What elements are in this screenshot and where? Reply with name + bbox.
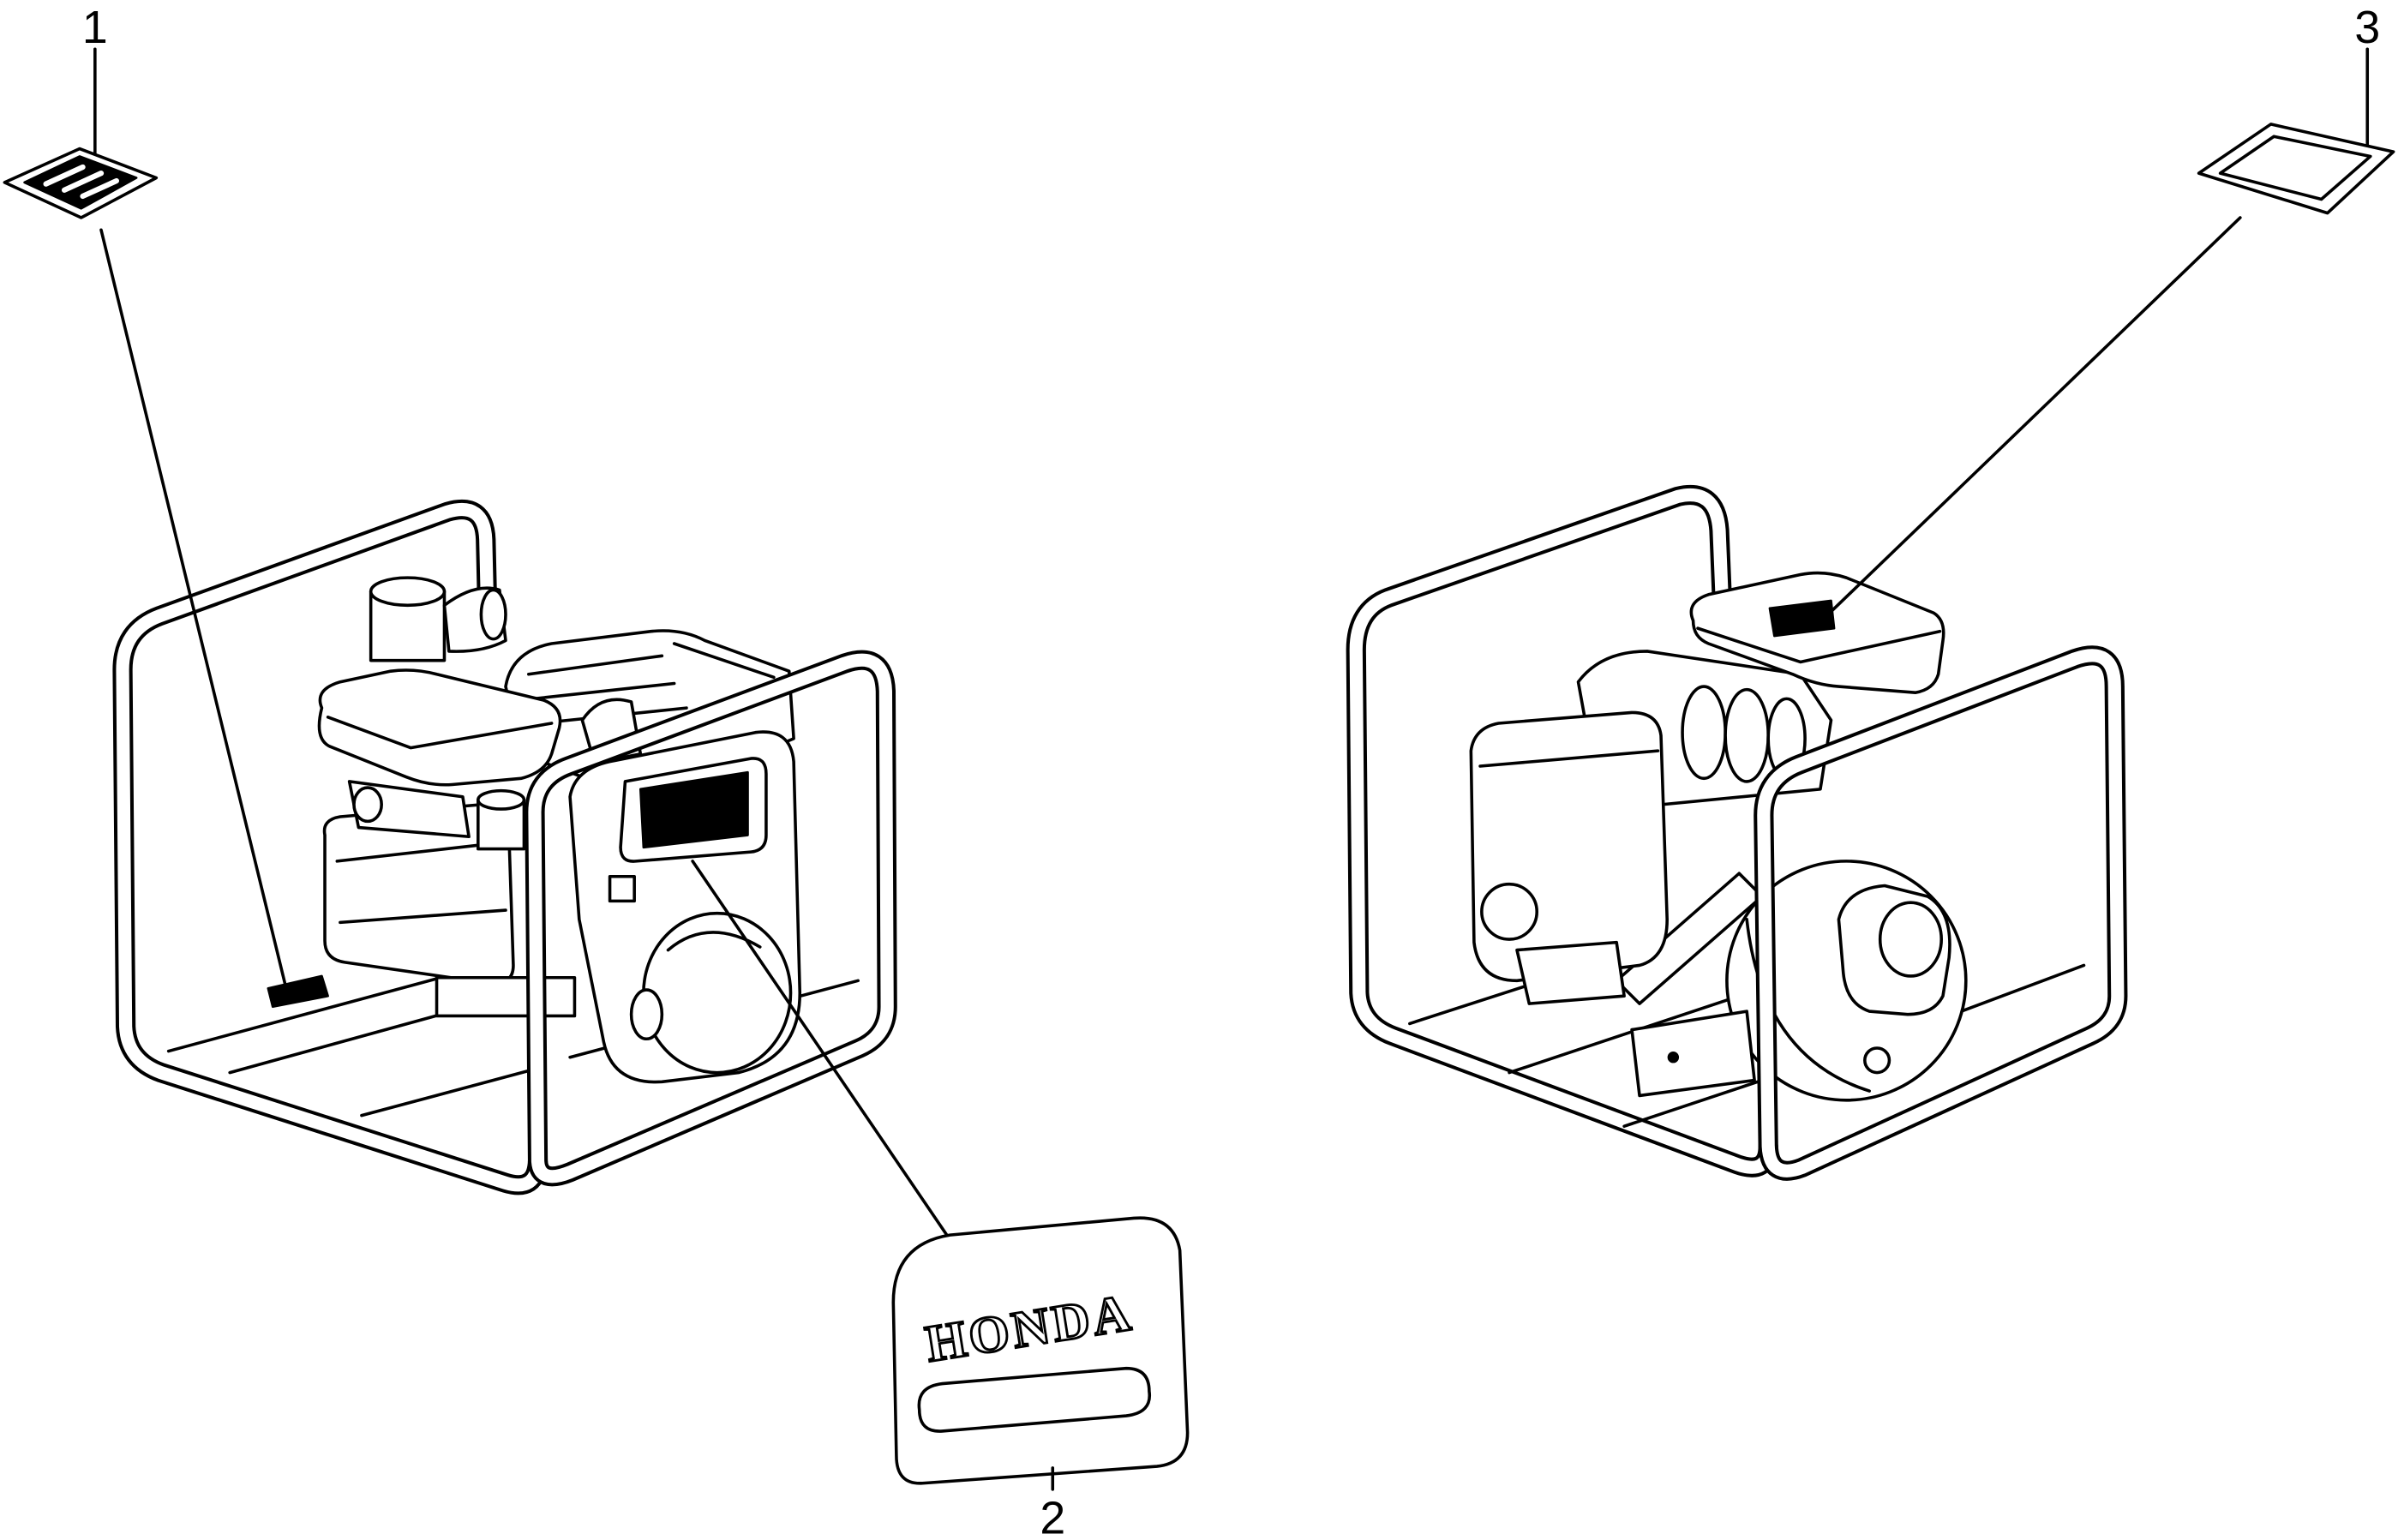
callout-2-leader (691, 860, 955, 1246)
left-pump (123, 510, 887, 1185)
fuel-tank-edge (326, 716, 554, 750)
mount-bolt (1667, 1052, 1680, 1064)
decal-3-outline (2197, 123, 2395, 215)
left-pump-engine (317, 576, 802, 1084)
air-cleaner-cap (369, 576, 447, 608)
decal-2-bar (917, 1366, 1152, 1433)
pump-volute-rim (1745, 918, 1871, 1093)
callout-3: 3 (1825, 2, 2395, 618)
starter-grip (629, 988, 664, 1041)
fuel-tank-edge (1696, 626, 1942, 664)
fuel-tank (1689, 571, 1945, 695)
oil-filler-cap (477, 788, 526, 811)
discharge-port-opening (1878, 901, 1944, 978)
cooling-fin (1681, 685, 1727, 781)
intake-elbow-end (479, 588, 507, 641)
recoil-starter (642, 911, 793, 1075)
callout-3-number: 3 (2354, 2, 2380, 53)
callout-3-leader (1825, 216, 2242, 618)
right-pump (1356, 494, 2118, 1171)
tank-decal-patch (1768, 599, 1836, 638)
shroud-bolt (608, 874, 636, 903)
decal-1-bars (43, 164, 120, 200)
decal-2: HONDA (891, 1216, 1190, 1485)
callout-2: HONDA 2 (691, 860, 1190, 1540)
muffler (1515, 940, 1626, 1005)
base-slat (360, 1068, 535, 1118)
cooling-fins (527, 642, 776, 725)
shroud-decal (638, 770, 749, 849)
callout-1: 1 (3, 2, 287, 986)
engine-block (322, 802, 515, 986)
engine-block-ribs (335, 841, 507, 925)
callout-1-number: 1 (82, 2, 108, 53)
decal-1 (3, 147, 159, 219)
engine-mount (1630, 1010, 1756, 1098)
air-cleaner-knob (1480, 882, 1539, 941)
right-pump-engine (1469, 571, 1968, 1102)
callout-1-leader (99, 228, 287, 986)
air-cleaner-seam (1478, 749, 1660, 768)
callout-2-number: 2 (1040, 1493, 1065, 1540)
engine-mount (435, 975, 577, 1018)
drain-plug (1863, 1046, 1891, 1075)
cooling-fin (1724, 687, 1770, 783)
choke-knob (352, 786, 383, 824)
decal-3-inner-border (2218, 135, 2372, 201)
decal-3 (2197, 123, 2395, 215)
frame-decal-patch (267, 974, 329, 1009)
base-slat (1622, 1078, 1764, 1128)
base-slat (1959, 963, 2086, 1013)
fuel-tank (317, 668, 562, 787)
